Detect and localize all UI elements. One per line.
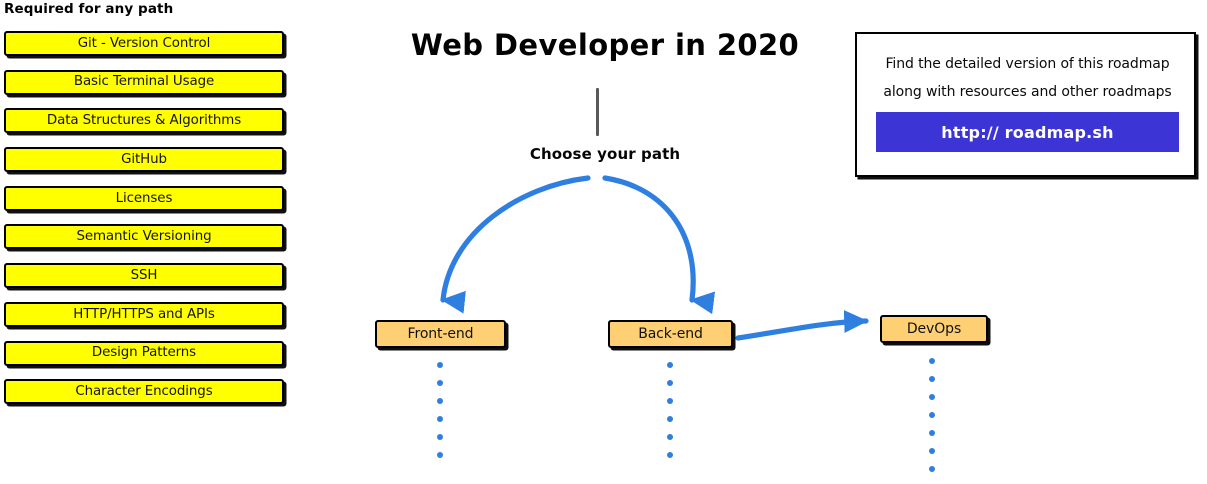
- info-card-line-1: Find the detailed version of this roadma…: [885, 56, 1170, 72]
- connector-arrow-back-end-to-devops: [735, 310, 869, 341]
- required-topic-label: Design Patterns: [91, 345, 197, 361]
- required-topic-label: Basic Terminal Usage: [73, 74, 215, 90]
- required-topic-item[interactable]: GitHub: [4, 147, 284, 173]
- path-node-back-end[interactable]: Back-end: [608, 320, 733, 348]
- roadmap-link-button[interactable]: http:// roadmap.sh: [876, 112, 1179, 152]
- trail-dot: [929, 394, 935, 400]
- required-topic-item[interactable]: Licenses: [4, 185, 284, 211]
- trail-dot: [437, 434, 443, 440]
- trail-dot: [667, 452, 673, 458]
- required-topic-label: Character Encodings: [75, 383, 213, 399]
- path-node-label: Front-end: [407, 326, 474, 342]
- required-for-any-path-section: Required for any path Git - Version Cont…: [0, 0, 300, 436]
- required-topic-list: Git - Version Control Basic Terminal Usa…: [0, 31, 300, 418]
- required-section-heading: Required for any path: [4, 1, 174, 17]
- path-node-label: DevOps: [906, 321, 962, 337]
- trail-dot: [667, 398, 673, 404]
- trail-dot: [929, 430, 935, 436]
- info-card-line-2: along with resources and other roadmaps: [883, 84, 1172, 100]
- required-topic-item[interactable]: HTTP/HTTPS and APIs: [4, 301, 284, 327]
- trail-dot: [437, 452, 443, 458]
- required-topic-label: Data Structures & Algorithms: [46, 113, 242, 129]
- required-topic-item[interactable]: Semantic Versioning: [4, 224, 284, 250]
- dotted-trail-front-end: [437, 362, 443, 470]
- required-topic-label: HTTP/HTTPS and APIs: [73, 306, 215, 322]
- title-stem-line: [596, 88, 600, 136]
- trail-dot: [437, 398, 443, 404]
- trail-dot: [929, 466, 935, 472]
- required-topic-label: GitHub: [121, 151, 167, 167]
- choose-your-path-label: Choose your path: [529, 145, 681, 163]
- dotted-trail-back-end: [667, 362, 673, 470]
- trail-dot: [929, 412, 935, 418]
- required-topic-label: Git - Version Control: [77, 35, 211, 51]
- required-topic-item[interactable]: SSH: [4, 263, 284, 289]
- path-node-label: Back-end: [638, 326, 703, 342]
- trail-dot: [929, 358, 935, 364]
- branch-arrow-front-end: [440, 175, 591, 314]
- trail-dot: [437, 362, 443, 368]
- roadmap-info-card: Find the detailed version of this roadma…: [855, 32, 1196, 177]
- roadmap-link-label: http:// roadmap.sh: [941, 122, 1114, 142]
- required-topic-label: Semantic Versioning: [76, 229, 212, 245]
- required-topic-label: Licenses: [115, 190, 173, 206]
- path-node-devops[interactable]: DevOps: [880, 315, 988, 343]
- trail-dot: [667, 416, 673, 422]
- trail-dot: [929, 376, 935, 382]
- trail-dot: [437, 416, 443, 422]
- trail-dot: [667, 362, 673, 368]
- trail-dot: [929, 448, 935, 454]
- page-title: Web Developer in 2020: [410, 28, 800, 62]
- branch-arrow-back-end: [602, 175, 716, 315]
- trail-dot: [437, 380, 443, 386]
- required-topic-item[interactable]: Design Patterns: [4, 340, 284, 366]
- path-node-front-end[interactable]: Front-end: [375, 320, 506, 348]
- trail-dot: [667, 380, 673, 386]
- required-topic-item[interactable]: Basic Terminal Usage: [4, 69, 284, 95]
- trail-dot: [667, 434, 673, 440]
- required-topic-label: SSH: [130, 267, 158, 283]
- required-topic-item[interactable]: Character Encodings: [4, 379, 284, 405]
- dotted-trail-devops: [929, 358, 935, 484]
- required-topic-item[interactable]: Data Structures & Algorithms: [4, 108, 284, 134]
- required-topic-item[interactable]: Git - Version Control: [4, 31, 284, 56]
